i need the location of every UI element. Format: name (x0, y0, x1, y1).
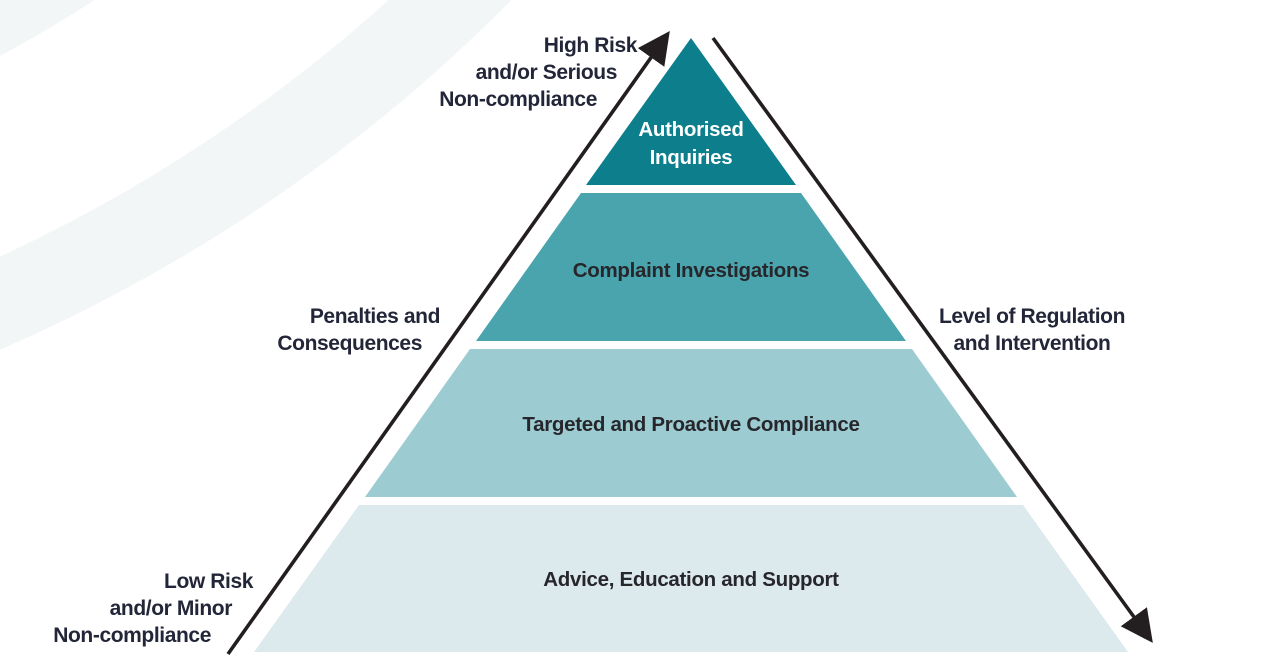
label-line: and Intervention (953, 332, 1111, 355)
tier-label-targeted-proactive-compliance: Targeted and Proactive Compliance (522, 413, 860, 436)
tier-polygon-targeted-proactive-compliance (365, 349, 1017, 497)
tier-label-complaint-investigations: Complaint Investigations (572, 259, 810, 282)
background-arc-disc (0, 0, 95, 56)
tier-polygon-authorised-inquiries (586, 38, 796, 185)
label-line: Consequences (277, 332, 422, 355)
arrow-up-left-side (226, 31, 670, 656)
arrow-down-right-side (711, 36, 1153, 643)
tier-label-advice-education-support: Advice, Education and Support (543, 568, 839, 591)
label-line: Penalties and (309, 305, 441, 328)
label-line: Non-compliance (53, 624, 211, 647)
label-line: Non-compliance (439, 88, 597, 111)
tier-polygon-complaint-investigations (476, 193, 906, 341)
label-high-risk: High Risk and/or Serious Non-compliance (439, 32, 637, 113)
tier-polygon-advice-education-support (254, 505, 1128, 652)
tier-label-authorised-inquiries: Authorised Inquiries (638, 118, 744, 169)
label-level-of-regulation: Level of Regulation and Intervention (932, 303, 1132, 357)
label-line: and/or Minor (109, 597, 233, 620)
label-line: Level of Regulation (938, 305, 1126, 328)
label-low-risk: Low Risk and/or Minor Non-compliance (53, 568, 253, 649)
label-line: Low Risk (164, 570, 253, 593)
label-line: and/or Serious (475, 61, 618, 84)
label-penalties-consequences: Penalties and Consequences (277, 303, 440, 357)
label-line: High Risk (543, 34, 638, 57)
